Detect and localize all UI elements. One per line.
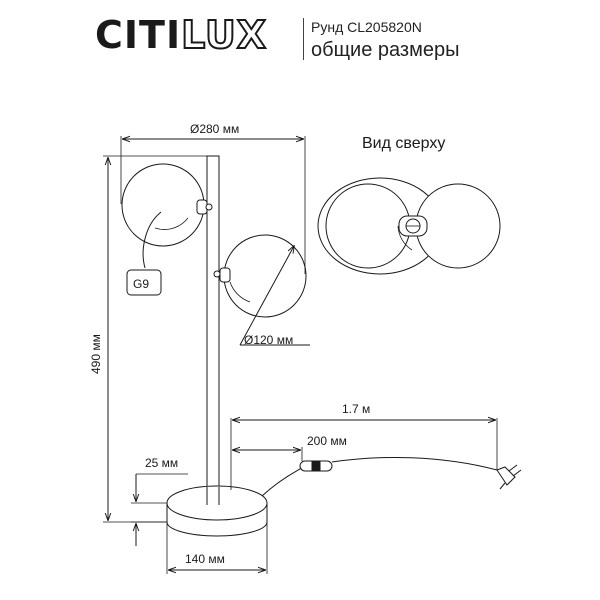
upper-shade [121,163,205,247]
width-dimension-label: Ø280 мм [190,122,239,136]
brand-suffix: LUX [180,13,268,57]
base-height-label: 25 мм [145,456,178,470]
top-view-label: Вид сверху [362,135,445,152]
bulb-type-box [126,269,162,296]
lower-lamp-socket [219,267,231,283]
height-dimension-label: 490 мм [89,334,103,374]
top-view-shade-right [415,183,501,269]
bulb-type-label: G9 [133,277,149,291]
power-plug [496,466,516,486]
lamp-base-top [166,485,268,521]
header-separator [303,18,304,60]
cord-length-label: 1.7 м [342,402,370,416]
base-width-label: 140 мм [185,552,225,566]
shade-diameter-label: Ø120 мм [244,333,293,347]
top-view-shade-left [325,183,411,269]
drawing-subtitle: общие размеры [311,39,460,61]
brand-prefix: CITI [95,13,182,57]
model-name: Рунд CL205820N [311,19,422,35]
switch-distance-label: 200 мм [307,434,347,448]
brand-logo: CITILUX [95,13,268,57]
